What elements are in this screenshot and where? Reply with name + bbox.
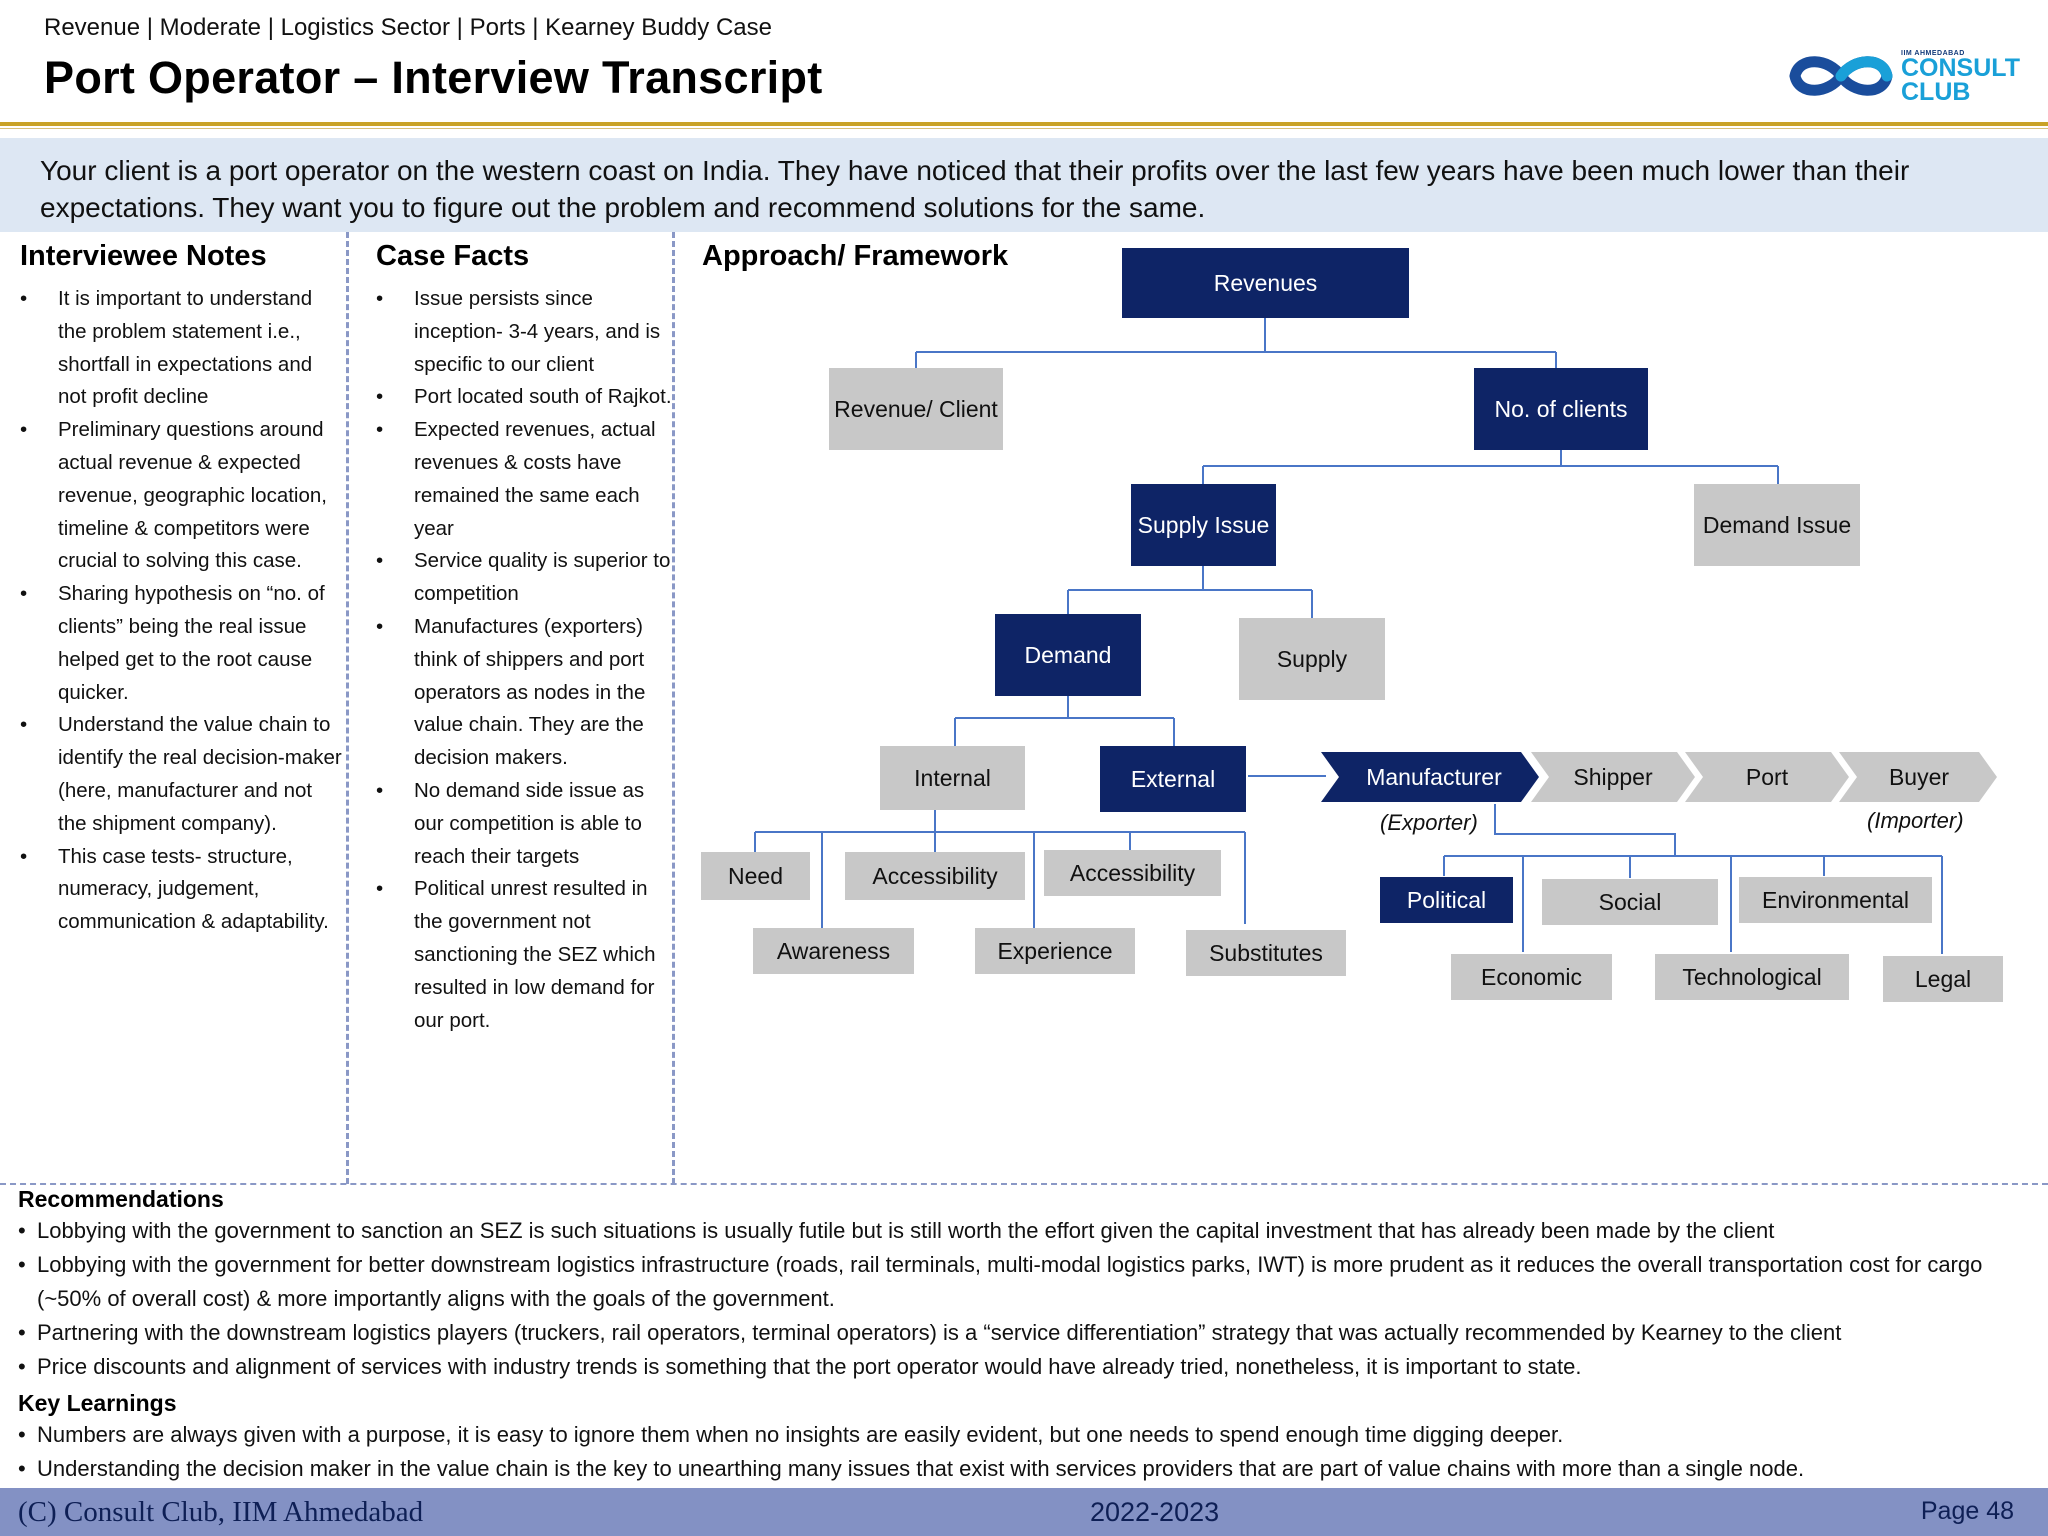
interviewee-notes: Interviewee Notes It is important to und… [20, 240, 342, 939]
node-supply-issue: Supply Issue [1131, 484, 1276, 566]
case-facts-title: Case Facts [376, 240, 530, 272]
section-divider [0, 1183, 2048, 1185]
node-supply: Supply [1239, 618, 1385, 700]
list-item: Issue persists since inception- 3-4 year… [376, 283, 676, 381]
node-need: Need [701, 852, 810, 900]
node-experience: Experience [975, 928, 1135, 974]
header-rule [0, 122, 2048, 126]
page-number: Page 48 [1920, 1497, 2014, 1525]
node-external: External [1100, 746, 1246, 812]
node-revenue-per-client: Revenue/ Client [829, 368, 1003, 450]
key-learnings-list: Numbers are always given with a purpose,… [18, 1418, 2038, 1486]
list-item: Understanding the decision maker in the … [18, 1452, 2038, 1486]
interviewee-notes-list: It is important to understand the proble… [20, 283, 342, 939]
recommendations-title: Recommendations [18, 1186, 224, 1212]
list-item: Expected revenues, actual revenues & cos… [376, 414, 676, 545]
list-item: Sharing hypothesis on “no. of clients” b… [20, 578, 342, 709]
footer-copyright: (C) Consult Club, IIM Ahmedabad [18, 1496, 424, 1528]
key-learnings-title: Key Learnings [18, 1390, 177, 1416]
logo-subtitle: IIM AHMEDABAD [1901, 50, 1965, 57]
list-item: This case tests- structure, numeracy, ju… [20, 841, 342, 939]
node-technological: Technological [1655, 954, 1849, 1000]
framework-title: Approach/ Framework [702, 240, 1009, 272]
node-accessibility-internal: Accessibility [845, 852, 1025, 900]
node-legal: Legal [1883, 956, 2003, 1002]
node-substitutes: Substitutes [1186, 930, 1346, 976]
node-demand-issue: Demand Issue [1694, 484, 1860, 566]
case-facts: Case Facts Issue persists since inceptio… [376, 240, 676, 1037]
node-awareness: Awareness [753, 928, 914, 974]
page-title: Port Operator – Interview Transcript [44, 52, 823, 103]
list-item: Political unrest resulted in the governm… [376, 873, 676, 1037]
node-social: Social [1542, 879, 1718, 925]
value-chain-shipper: Shipper [1573, 763, 1653, 790]
node-demand: Demand [995, 614, 1141, 696]
exporter-note: (Exporter) [1380, 810, 1478, 835]
node-economic: Economic [1451, 954, 1612, 1000]
case-prompt: Your client is a port operator on the we… [40, 155, 1910, 223]
node-environmental: Environmental [1739, 877, 1932, 923]
case-facts-list: Issue persists since inception- 3-4 year… [376, 283, 676, 1037]
column-divider [346, 232, 349, 1184]
list-item: Preliminary questions around actual reve… [20, 414, 342, 578]
consult-club-logo: IIM AHMEDABAD CONSULT CLUB [1785, 46, 2025, 106]
value-chain-port: Port [1745, 763, 1789, 790]
list-item: Understand the value chain to identify t… [20, 709, 342, 840]
list-item: Service quality is superior to competiti… [376, 545, 676, 611]
header-rule-thin [0, 128, 2048, 129]
list-item: Price discounts and alignment of service… [18, 1350, 2038, 1384]
value-chain-buyer: Buyer [1888, 763, 1950, 790]
column-divider [672, 232, 675, 1184]
breadcrumb: Revenue | Moderate | Logistics Sector | … [44, 14, 772, 41]
list-item: Partnering with the downstream logistics… [18, 1316, 2038, 1350]
logo-name: CONSULT CLUB [1901, 54, 2020, 106]
list-item: No demand side issue as our competition … [376, 775, 676, 873]
recommendations-list: Lobbying with the government to sanction… [18, 1214, 2038, 1384]
node-internal: Internal [880, 746, 1025, 810]
list-item: Numbers are always given with a purpose,… [18, 1418, 2038, 1452]
footer: (C) Consult Club, IIM Ahmedabad 2022-202… [0, 1488, 2048, 1536]
node-revenues: Revenues [1122, 248, 1409, 318]
node-accessibility-external: Accessibility [1044, 850, 1221, 896]
list-item: Lobbying with the government for better … [18, 1248, 2038, 1316]
footer-year: 2022-2023 [1090, 1497, 1220, 1527]
case-prompt-band: Your client is a port operator on the we… [0, 138, 2048, 232]
interviewee-notes-title: Interviewee Notes [20, 240, 267, 272]
node-political: Political [1380, 877, 1513, 923]
node-number-of-clients: No. of clients [1474, 368, 1648, 450]
list-item: It is important to understand the proble… [20, 283, 342, 414]
value-chain-manufacturer: Manufacturer [1366, 763, 1502, 790]
list-item: Manufactures (exporters) think of shippe… [376, 611, 676, 775]
recommendations-section: Recommendations Lobbying with the govern… [18, 1184, 2038, 1486]
importer-note: (Importer) [1867, 808, 1964, 833]
list-item: Lobbying with the government to sanction… [18, 1214, 2038, 1248]
value-chain-chevrons [1321, 752, 1997, 802]
infinity-logo-icon [1789, 56, 1893, 96]
list-item: Port located south of Rajkot. [376, 381, 676, 414]
